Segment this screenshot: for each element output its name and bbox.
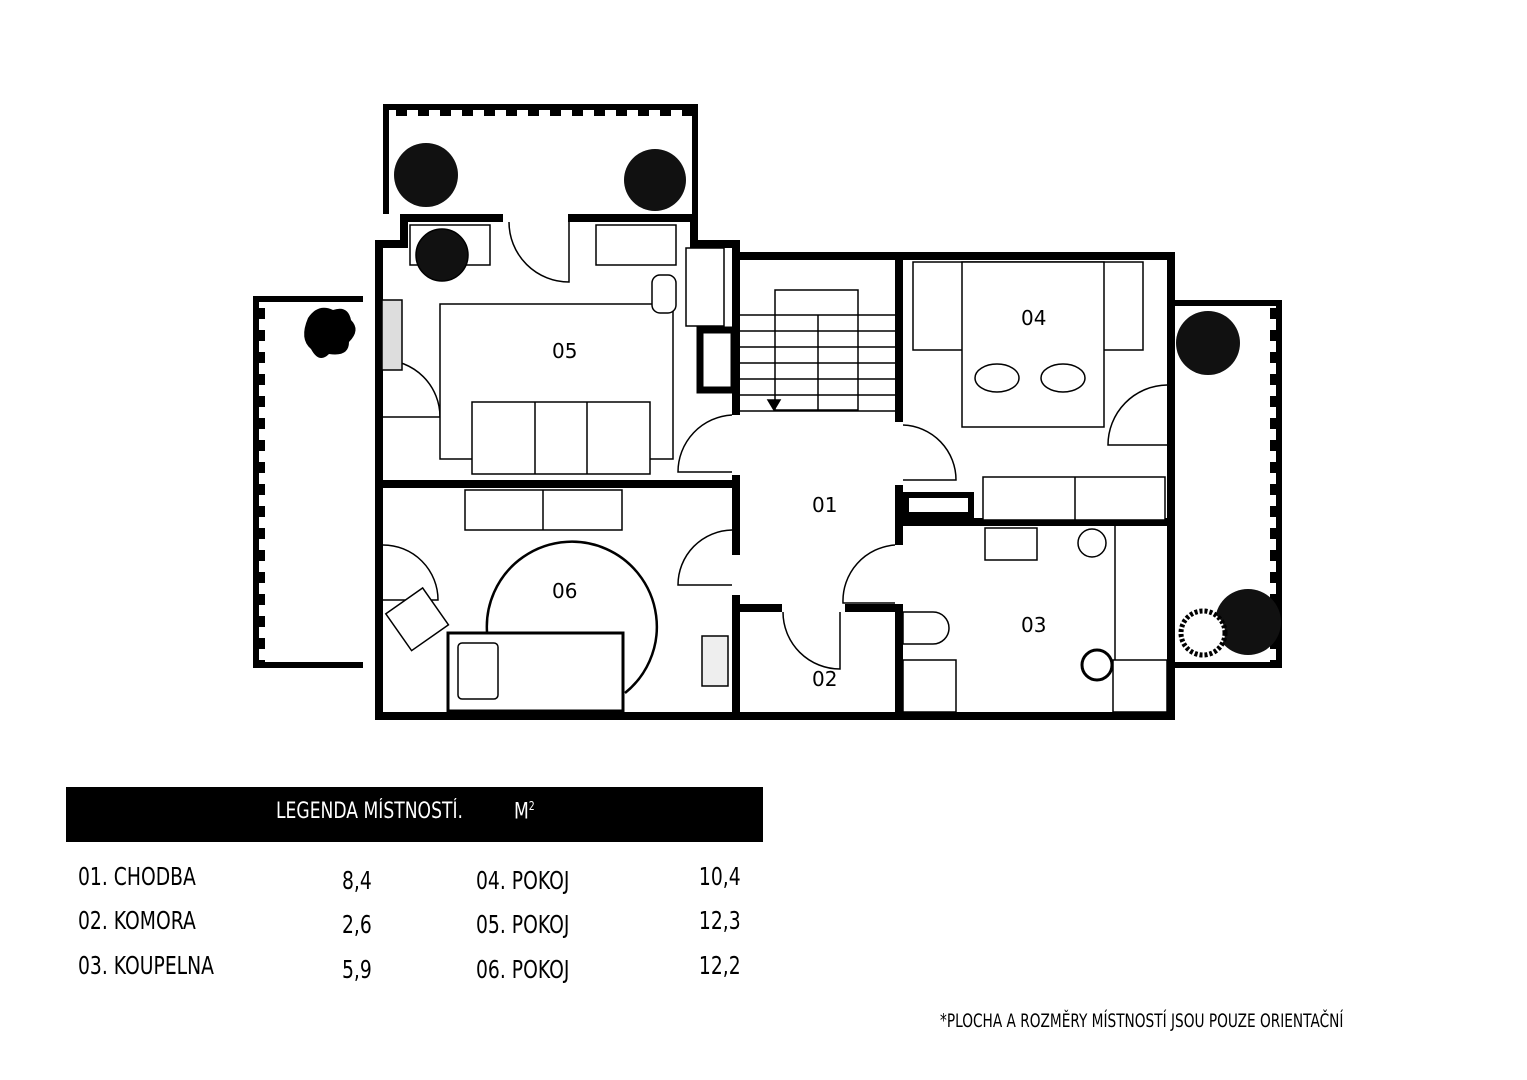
- chair-icon: [651, 274, 677, 314]
- balcony-left: [253, 296, 363, 668]
- room-label-06: 06: [552, 579, 577, 603]
- balcony-right: [1172, 300, 1282, 668]
- cabinet-icon: [902, 659, 957, 713]
- furniture-room-06: [384, 489, 729, 713]
- legend-header: LEGENDA MÍSTNOSTÍ. M2: [66, 787, 763, 842]
- room-label-01: 01: [812, 493, 837, 517]
- disclaimer-note: *PLOCHA A ROZMĚRY MÍSTNOSTÍ JSOU POUZE O…: [940, 1010, 1344, 1032]
- legend-room-area: 12,2: [699, 951, 741, 980]
- room-label-02: 02: [812, 667, 837, 691]
- floor-plan: 05 04 01 06 02 03: [253, 104, 1282, 720]
- legend-room-name: 04. POKOJ: [476, 866, 570, 895]
- shrub-icon: [1215, 589, 1281, 655]
- balcony-top: [383, 104, 698, 214]
- pillow-icon: [457, 642, 499, 700]
- sink-icon: [984, 527, 1038, 561]
- staircase: [740, 289, 895, 412]
- legend-room-name: 01. CHODBA: [78, 862, 196, 891]
- basin-icon: [1077, 528, 1107, 558]
- furniture-room-04: [903, 261, 1166, 521]
- legend-room-name: 03. KOUPELNA: [78, 951, 214, 980]
- legend-title: LEGENDA MÍSTNOSTÍ.: [276, 799, 463, 824]
- legend-unit: M2: [514, 799, 535, 824]
- unit-label: M: [514, 799, 529, 825]
- unit-superscript: 2: [528, 799, 535, 813]
- rocking-chair-icon: [384, 586, 450, 652]
- legend-room-area: 8,4: [342, 866, 372, 895]
- legend-room-name: 02. KOMORA: [78, 906, 196, 935]
- armchair-icon: [381, 299, 403, 371]
- shrub-icon: [1178, 608, 1228, 658]
- legend-room-name: 06. POKOJ: [476, 955, 570, 984]
- plant-icon: [415, 228, 469, 282]
- shrub-icon: [1176, 311, 1240, 375]
- cabinet-icon: [1112, 659, 1168, 713]
- interior-walls: [375, 240, 1175, 720]
- room-label-03: 03: [1021, 613, 1046, 637]
- legend-room-area: 12,3: [699, 906, 741, 935]
- pillow-icon: [1040, 363, 1086, 393]
- room-label-05: 05: [552, 339, 577, 363]
- arrow-down-icon: [766, 399, 782, 412]
- plant-icon: [304, 307, 356, 358]
- room-label-04: 04: [1021, 306, 1046, 330]
- pillow-icon: [974, 363, 1020, 393]
- toilet-icon: [902, 611, 950, 645]
- legend-room-area: 5,9: [342, 955, 372, 984]
- legend-room-area: 10,4: [699, 862, 741, 891]
- furniture-room-03: [902, 526, 1168, 713]
- shrub-icon: [394, 143, 458, 207]
- shrub-icon: [624, 149, 686, 211]
- legend-room-area: 2,6: [342, 910, 372, 939]
- plant-icon: [1080, 648, 1114, 682]
- legend-room-name: 05. POKOJ: [476, 910, 570, 939]
- doors: [382, 221, 1168, 670]
- furniture-room-05: [381, 224, 725, 475]
- toy-box-icon: [701, 635, 729, 687]
